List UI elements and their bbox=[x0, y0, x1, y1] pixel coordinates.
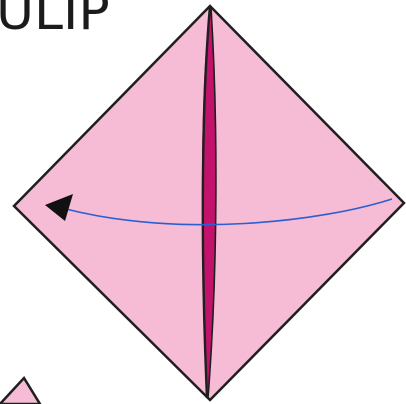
previous-step-shape bbox=[0, 378, 40, 404]
